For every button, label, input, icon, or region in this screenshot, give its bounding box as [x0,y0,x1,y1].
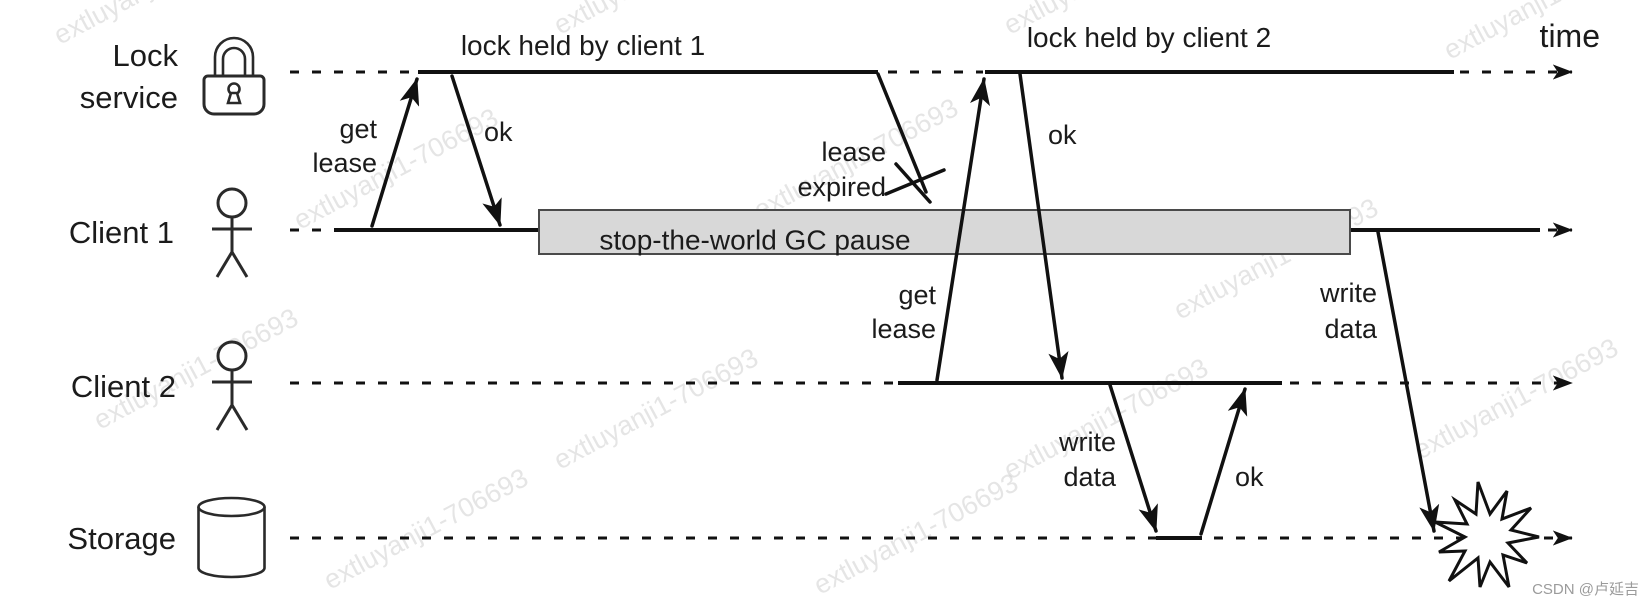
time-axis-label: time [1540,18,1600,54]
client2-write-data-label-line1: write [1058,427,1116,457]
credit-watermark: CSDN @卢延吉 [1532,581,1639,598]
client2-write-data-label-line2: data [1063,462,1117,492]
client1-get-lease-label-line1: get [339,114,377,144]
lock-service-label-line1: Lock [113,38,179,73]
lease-expired-label-line2: expired [797,172,886,202]
client2-write-ok-arrow [1199,387,1248,536]
database-cylinder-icon [197,496,266,579]
client1-label: Client 1 [69,215,174,250]
client1-write-data-label-line1: write [1319,278,1377,308]
explosion-icon [1434,481,1540,588]
client2-write-ok-label: ok [1235,462,1264,492]
client1-write-data-label-line2: data [1324,314,1378,344]
watermark-layer: extluyanji1-706693 extluyanji1-706693 ex… [49,0,1651,600]
client2-get-lease-label-line2: lease [871,314,936,344]
lease-expired-label-line1: lease [821,137,886,167]
lease-expired-x-icon [884,168,946,196]
cylinder-body [197,507,266,579]
client1-ok-label: ok [484,117,513,147]
gc-pause-label: stop-the-world GC pause [599,224,910,255]
annotations: lock held by client 1 lock held by clien… [461,18,1600,61]
keyhole-stem [226,91,242,105]
client2-label: Client 2 [71,369,176,404]
watermark-text: extluyanji1-706693 [809,467,1023,600]
storage-label: Storage [67,521,176,556]
watermark-text: extluyanji1-706693 [549,342,763,475]
client1-get-lease-label-line2: lease [312,148,377,178]
client2-write-data-arrow [1108,383,1158,533]
message-arrows [370,72,1440,536]
cylinder-top [197,496,266,518]
gc-pause-rect [538,209,1351,255]
lane-labels: Lock service Client 1 Client 2 Storage [67,38,178,556]
lease-expired-x-icon [894,162,932,204]
padlock-shackle [213,36,255,78]
client2-get-lease-label-line1: get [898,280,936,310]
client2-ok-label: ok [1048,120,1077,150]
lock-held-by-client2-label: lock held by client 2 [1027,22,1271,53]
message-labels: get lease ok lease expired get lease ok … [312,114,1378,492]
lease-expired-line [876,72,928,194]
client1-write-data-arrow [1376,230,1440,533]
client2-get-lease-arrow [935,77,991,382]
watermark-text: extluyanji1-706693 [1409,332,1623,465]
watermark-text: extluyanji1-706693 [319,462,533,595]
client1-get-lease-arrow [370,77,420,228]
client2-ok-arrow [1018,72,1069,380]
client2-person-icon [212,340,252,431]
gc-pause-box: stop-the-world GC pause [538,209,1351,255]
padlock-icon [202,36,266,116]
lock-held-by-client1-label: lock held by client 1 [461,30,705,61]
client1-person-icon [212,187,252,278]
client1-ok-arrow [450,74,502,227]
lock-service-label-line2: service [80,80,178,115]
